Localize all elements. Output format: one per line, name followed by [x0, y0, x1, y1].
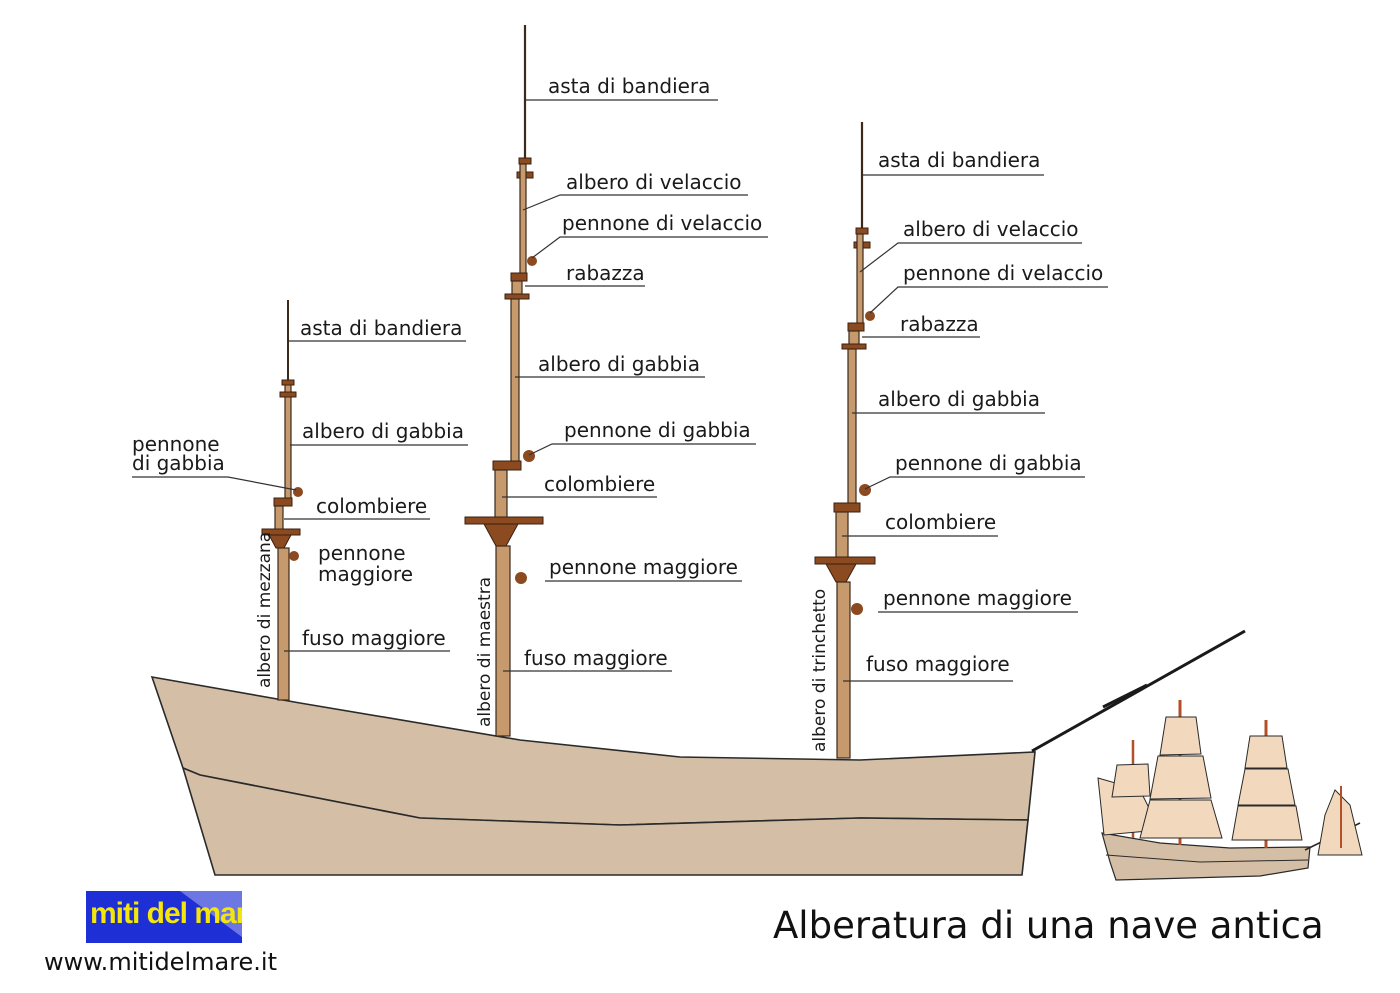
- main-trestle: [483, 523, 519, 547]
- miti-del-mare-logo: miti del mare: [86, 891, 242, 943]
- labels: asta di bandiera albero di gabbia pennon…: [132, 74, 1103, 752]
- mizzen-topsail-yard-dot: [293, 487, 303, 497]
- main-crosstrees: [464, 516, 544, 525]
- logo-accent-shape: [180, 891, 242, 943]
- main-label-crosstrees: colombiere: [544, 472, 655, 496]
- mizzen-leader-topsail-yard: [132, 476, 297, 491]
- main-flag-fitting: [518, 157, 532, 165]
- small-ship-fore-topsail: [1237, 768, 1296, 806]
- main-leader-topgallant-mast: [522, 194, 748, 211]
- mizzen-label-flagstaff: asta di bandiera: [300, 316, 462, 340]
- logo-text: miti del mare: [90, 897, 242, 930]
- small-ship-main-topgallant: [1159, 716, 1202, 756]
- main-topgallant-yard-dot: [527, 256, 537, 266]
- small-ship-mizzen-topsail: [1111, 763, 1151, 798]
- main-label-topgallant-mast: albero di velaccio: [566, 170, 742, 194]
- fore-trestle: [825, 563, 857, 583]
- main-doubling: [494, 469, 508, 519]
- mizzen-mast-name: albero di mezzana: [255, 532, 275, 688]
- fore-topgallant-mast: [856, 233, 864, 327]
- fore-label-topgallant-yard: pennone di velaccio: [903, 261, 1103, 285]
- fore-label-lower-mast: fuso maggiore: [866, 652, 1010, 676]
- mizzen-label-lower-mast: fuso maggiore: [302, 626, 446, 650]
- fore-doubling: [835, 511, 849, 559]
- mizzen-lower-mast: [277, 547, 290, 701]
- mizzen-label-main-yard-2: maggiore: [318, 562, 413, 586]
- mizzen-top-fitting: [281, 379, 295, 386]
- hull-lower-band: [181, 766, 1029, 876]
- fore-label-rabazza: rabazza: [900, 312, 979, 336]
- small-ship-fore-topgallant: [1244, 735, 1288, 769]
- fore-topgallant-doubling: [848, 330, 860, 346]
- main-lower-mast: [495, 545, 511, 737]
- fore-label-topgallant-mast: albero di velaccio: [903, 217, 1079, 241]
- fore-cap: [833, 502, 861, 513]
- mizzen-topmast: [284, 381, 292, 505]
- small-ship-hull: [1101, 832, 1311, 881]
- fore-leader-topsail-yard: [864, 476, 1085, 490]
- fore-mast-name: albero di trinchetto: [810, 589, 830, 752]
- fore-label-topmast: albero di gabbia: [878, 387, 1040, 411]
- fore-mast: [814, 122, 876, 759]
- mizzen-mast: [261, 300, 301, 701]
- main-mast: [464, 25, 544, 737]
- small-ship-illustration: [1097, 700, 1363, 881]
- main-rabazza: [510, 272, 528, 282]
- fore-topgallant-yard-dot: [865, 311, 875, 321]
- fore-label-main-yard: pennone maggiore: [883, 586, 1072, 610]
- mizzen-label-main-yard-1: pennone: [318, 541, 406, 565]
- mizzen-label-topsail-yard-1: pennone: [132, 432, 220, 456]
- main-mast-name: albero di maestra: [475, 577, 495, 727]
- fore-topmast: [847, 348, 857, 508]
- mizzen-label-topsail-yard-2: di gabbia: [132, 451, 225, 475]
- main-topsail-yard-dot: [523, 450, 535, 462]
- main-cap: [492, 460, 522, 471]
- main-main-yard-dot: [515, 572, 527, 584]
- main-label-main-yard: pennone maggiore: [549, 555, 738, 579]
- mizzen-label-topmast: albero di gabbia: [302, 419, 464, 443]
- fore-label-flagstaff: asta di bandiera: [878, 148, 1040, 172]
- fore-topsail-yard-dot: [859, 484, 871, 496]
- main-topgallant-mast: [519, 163, 527, 277]
- ship-hull: [150, 629, 1246, 876]
- mizzen-label-crosstrees: colombiere: [316, 494, 427, 518]
- main-label-rabazza: rabazza: [566, 261, 645, 285]
- fore-rabazza: [847, 322, 865, 332]
- mizzen-top-fitting-2: [279, 391, 297, 398]
- small-ship-fore-course: [1231, 805, 1303, 841]
- fore-label-topsail-yard: pennone di gabbia: [895, 451, 1082, 475]
- fore-main-yard-dot: [851, 603, 863, 615]
- main-topgallant-doubling: [511, 280, 523, 296]
- fore-flag-fitting: [855, 227, 869, 235]
- diagram-title: Alberatura di una nave antica: [773, 904, 1324, 947]
- mizzen-main-yard-dot: [289, 551, 299, 561]
- fore-leader-topgallant-yard: [869, 286, 1108, 314]
- small-ship-hull-line: [1105, 854, 1309, 863]
- main-label-flagstaff: asta di bandiera: [548, 74, 710, 98]
- fore-leader-topgallant-mast: [859, 242, 1082, 273]
- main-leader-topgallant-yard: [531, 236, 768, 259]
- main-topmast: [510, 298, 520, 466]
- main-label-topgallant-yard: pennone di velaccio: [562, 211, 762, 235]
- main-leader-topsail-yard: [528, 443, 756, 456]
- main-label-topsail-yard: pennone di gabbia: [564, 418, 751, 442]
- small-ship-main-course: [1139, 799, 1223, 839]
- mizzen-doubling: [274, 505, 284, 531]
- fore-label-crosstrees: colombiere: [885, 510, 996, 534]
- main-label-lower-mast: fuso maggiore: [524, 646, 668, 670]
- main-topmast-cap: [504, 293, 530, 300]
- main-label-topmast: albero di gabbia: [538, 352, 700, 376]
- small-ship-main-topsail: [1149, 755, 1212, 800]
- bowsprit-band: [1102, 683, 1148, 709]
- mizzen-cap: [273, 497, 293, 507]
- website-url: www.mitidelmare.it: [44, 948, 278, 976]
- fore-topmast-cap: [841, 343, 867, 350]
- leader-lines: [132, 99, 1108, 682]
- fore-lower-mast: [836, 581, 851, 759]
- bowsprit: [1031, 629, 1246, 753]
- fore-crosstrees: [814, 556, 876, 565]
